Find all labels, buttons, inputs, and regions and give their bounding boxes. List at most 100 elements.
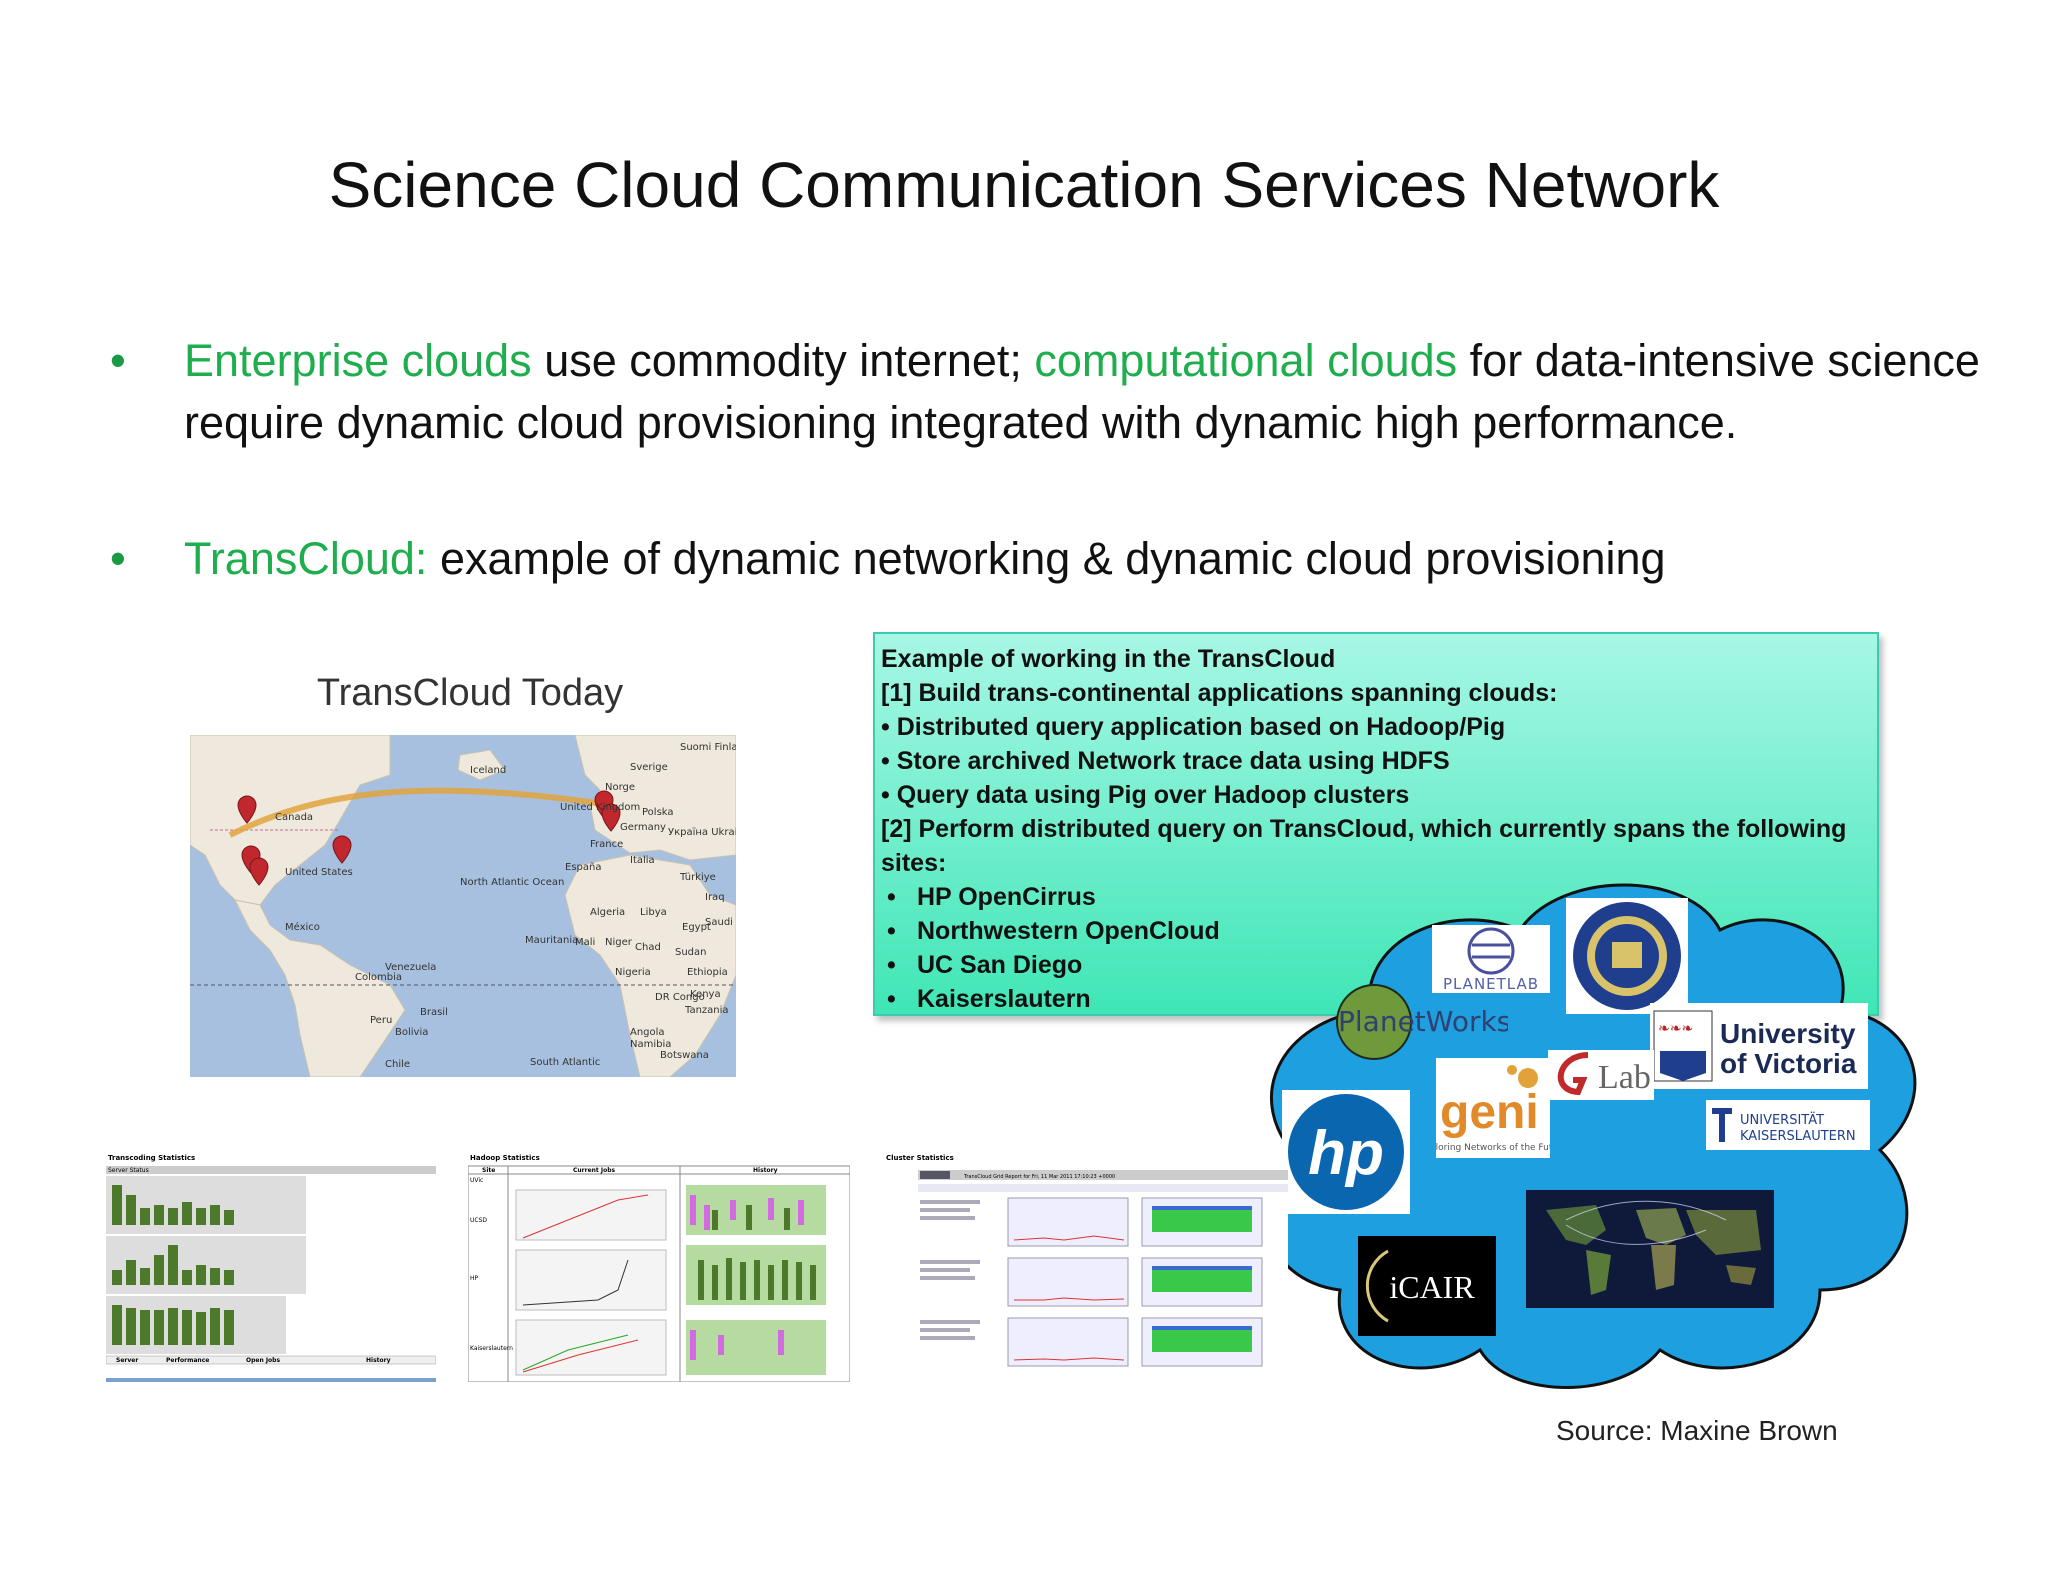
bullet-text-part: use commodity internet; (531, 335, 1035, 386)
map-label: Botswana (660, 1050, 709, 1061)
kaiserslautern-line1: UNIVERSITÄT (1740, 1112, 1824, 1128)
shot-subtitle: Server Status (108, 1167, 149, 1174)
map-label: Sverige (630, 762, 668, 773)
bullet-text-part: for data-intensive science require dynam… (184, 335, 1980, 448)
map-label: Saudi Arabia (705, 917, 736, 928)
planetlab-logo: PLANETLAB (1432, 925, 1550, 993)
box-line: • Query data using Pig over Hadoop clust… (881, 781, 1410, 809)
map-label: Peru (370, 1015, 392, 1026)
map-title: TransCloud Today (316, 672, 624, 714)
transcoding-stats-screenshot: Transcoding Statistics Server Status Ser… (105, 1150, 437, 1382)
icair-icon: iCAIR (1365, 1249, 1475, 1323)
map-label: Mali (575, 937, 595, 948)
map-label: Libya (640, 907, 667, 918)
box-line: • Distributed query application based on… (881, 713, 1506, 741)
kaiserslautern-line2: KAISERSLAUTERN (1740, 1129, 1856, 1144)
map-label: Türkiye (679, 872, 716, 883)
planetlab-text: PLANETLAB (1443, 975, 1539, 993)
site-item: •HP OpenCirrus (887, 883, 1096, 911)
site-item: •Northwestern OpenCloud (887, 917, 1220, 945)
shot-subtitle: TransCloud Grid Report for Fri, 11 Mar 2… (963, 1174, 1115, 1180)
planetworks-text: PlanetWorks (1338, 1005, 1508, 1038)
map-label: Colombia (355, 972, 402, 983)
world-map-image (1526, 1190, 1774, 1308)
bullet-text: TransCloud: example of dynamic networkin… (184, 528, 1980, 590)
map-label: Angola (630, 1027, 665, 1038)
box-heading: Example of working in the TransCloud (881, 645, 1336, 673)
shot-title: Cluster Statistics (886, 1154, 954, 1162)
uvic-text-line1: University (1720, 1018, 1856, 1049)
hp-icon: hp (1288, 1094, 1404, 1210)
site-northwestern: Northwestern OpenCloud (917, 917, 1220, 945)
map-label: Bolivia (395, 1027, 428, 1038)
transcloud-map: Canada United States México Venezuela Co… (190, 735, 736, 1077)
uc-seal-logo (1566, 898, 1688, 1014)
slide-title: Science Cloud Communication Services Net… (328, 149, 1720, 221)
map-label: Suomi Finland (680, 742, 736, 753)
icair-text: iCAIR (1389, 1269, 1475, 1305)
map-label: Egypt (682, 922, 711, 933)
transcoding-stats-thumbnail: Transcoding Statistics Server Status Ser… (105, 1150, 437, 1382)
bullet-text-part: example of dynamic networking & dynamic … (427, 533, 1666, 584)
map-label: Україна Ukraine (668, 827, 736, 838)
planetworks-logo: PlanetWorks (1330, 984, 1511, 1060)
kaiserslautern-icon: UNIVERSITÄT KAISERSLAUTERN (1712, 1108, 1856, 1144)
site-kaiserslautern: Kaiserslautern (917, 985, 1091, 1013)
geni-icon: geni Exploring Networks of the Future (1419, 1065, 1568, 1153)
map-label: Italia (630, 855, 655, 866)
map-label: Ethiopia (687, 967, 728, 978)
map-label: United States (285, 867, 353, 878)
map-label: Algeria (590, 907, 625, 918)
shot-title: Transcoding Statistics (108, 1154, 195, 1162)
world-network-icon (1546, 1200, 1761, 1295)
shot-row-label: UCSD (470, 1217, 487, 1224)
bullet-text: Enterprise clouds use commodity internet… (184, 330, 1980, 454)
map-label: North Atlantic Ocean (460, 877, 564, 888)
map-label: Mauritania (525, 935, 578, 946)
map-label: Namibia (630, 1039, 671, 1050)
uvic-logo: ❧❧❧ University of Victoria (1650, 1003, 1868, 1089)
box-line: • Store archived Network trace data usin… (881, 747, 1450, 775)
map-label: Germany (620, 822, 666, 833)
shot-row-label: Kaiserslautern (470, 1345, 513, 1352)
bullet-marker: • (110, 335, 126, 386)
hp-text: hp (1308, 1119, 1384, 1188)
transcloud-example-box: Example of working in the TransCloud [1]… (873, 632, 1879, 1016)
map-label: Chile (385, 1059, 410, 1070)
icair-logo: iCAIR (1358, 1236, 1496, 1336)
cluster-stats-screenshot: Cluster Statistics TransCloud Grid Repor… (884, 1150, 1288, 1382)
map-label: Iceland (470, 765, 506, 776)
site-item: •Kaiserslautern (887, 985, 1091, 1013)
map-label: Chad (635, 942, 661, 953)
shot-row-label: HP (470, 1275, 479, 1282)
map-label: Sudan (675, 947, 707, 958)
shot-col-header: Site (482, 1167, 495, 1174)
map-label: DR Congo (655, 992, 705, 1003)
highlight-computational-clouds: computational clouds (1034, 335, 1458, 386)
map-label: España (565, 862, 601, 873)
hadoop-stats-thumbnail: Hadoop Statistics Site Current Jobs Hist… (467, 1150, 851, 1383)
geni-logo: geni Exploring Networks of the Future (1419, 1058, 1568, 1158)
highlight-transcloud: TransCloud: (184, 533, 428, 584)
site-hp: HP OpenCirrus (917, 883, 1096, 911)
map-label: Norge (605, 782, 635, 793)
map-label: México (285, 921, 320, 933)
uvic-text-line2: of Victoria (1720, 1048, 1857, 1079)
map-label: France (590, 839, 623, 850)
geni-text: geni (1440, 1086, 1539, 1139)
map-label: United Kingdom (560, 802, 640, 813)
box-line: [1] Build trans-continental applications… (881, 679, 1558, 707)
map-label: Niger (605, 937, 633, 948)
hadoop-stats-screenshot: Hadoop Statistics Site Current Jobs Hist… (467, 1150, 851, 1383)
map-label: Canada (275, 812, 313, 823)
map-label: South Atlantic (530, 1057, 600, 1068)
box-line: [2] Perform distributed query on TransCl… (881, 815, 1847, 877)
shot-col-header: History (366, 1357, 391, 1364)
map-label: Tanzania (684, 1005, 729, 1016)
uvic-icon: ❧❧❧ University of Victoria (1653, 1010, 1857, 1082)
shot-col-header: Performance (166, 1357, 209, 1364)
uc-seal-icon (1573, 902, 1681, 1010)
glab-logo: Lab (1548, 1050, 1654, 1100)
site-item: •UC San Diego (887, 951, 1083, 979)
hp-logo: hp (1282, 1090, 1410, 1214)
